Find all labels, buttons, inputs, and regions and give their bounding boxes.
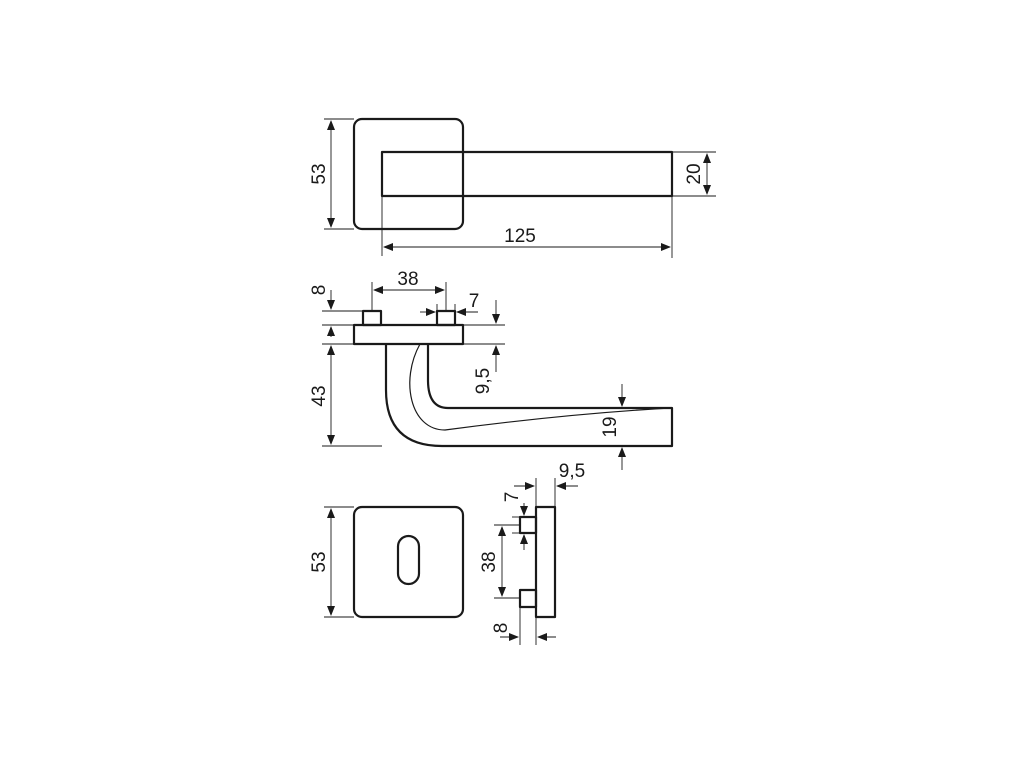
side-view: 38 7 8 43: [309, 269, 674, 470]
dim-label-9-5-side: 9,5: [473, 368, 494, 394]
dim-label-20: 20: [684, 163, 705, 184]
side-pin-top: [518, 515, 538, 535]
dim-label-53-bottom: 53: [309, 551, 330, 572]
dim-label-7-top: 7: [469, 291, 480, 312]
escutcheon-view: 53: [309, 505, 465, 619]
top-view: 53 20 125: [309, 117, 716, 258]
dim-lever-end-thickness: 19: [600, 384, 626, 470]
dim-label-125: 125: [504, 226, 536, 247]
lever-arm-top: [380, 150, 674, 198]
lever-inner-contour: [409, 343, 671, 431]
dim-label-53-top: 53: [309, 163, 330, 184]
base-plate: [352, 323, 465, 346]
dim-label-7-bottom: 7: [502, 492, 523, 503]
keyhole-icon: [396, 534, 421, 586]
escutcheon-plate: [352, 505, 465, 619]
top-rose-plate: [352, 117, 465, 231]
dim-label-9-5-bottom: 9,5: [559, 461, 585, 482]
dim-escutcheon-height: 53: [309, 506, 354, 618]
dim-side-pin-spacing: 38: [479, 524, 520, 599]
dim-side-pin-width: 7: [502, 492, 528, 550]
dim-side-plate-thickness: 9,5: [514, 461, 585, 507]
side-pin-bottom: [518, 588, 538, 609]
dim-lever-length: 125: [381, 196, 673, 258]
dim-label-38: 38: [397, 269, 418, 290]
dim-label-8-bottom: 8: [491, 623, 512, 634]
dim-pin-spacing: 38: [371, 269, 447, 311]
dim-label-19: 19: [600, 416, 621, 437]
dim-base-thickness: 9,5: [463, 300, 505, 394]
dim-label-38-bottom: 38: [479, 551, 500, 572]
dim-lever-projection: 43: [309, 343, 382, 447]
dim-top-rose-height: 53: [309, 118, 354, 230]
dim-pin-height: 8: [309, 285, 363, 337]
pin-left: [361, 309, 383, 327]
dim-label-8-top: 8: [309, 285, 330, 296]
dim-side-pin-depth: 8: [491, 607, 556, 645]
escutcheon-side-view: 7 9,5 38 8: [479, 461, 585, 645]
dim-label-43: 43: [309, 385, 330, 406]
side-plate: [534, 505, 557, 619]
dim-lever-thickness: 20: [672, 151, 716, 197]
lever-body-side: [384, 344, 674, 448]
dim-pin-width: 7: [420, 291, 479, 316]
pin-right: [435, 309, 457, 327]
